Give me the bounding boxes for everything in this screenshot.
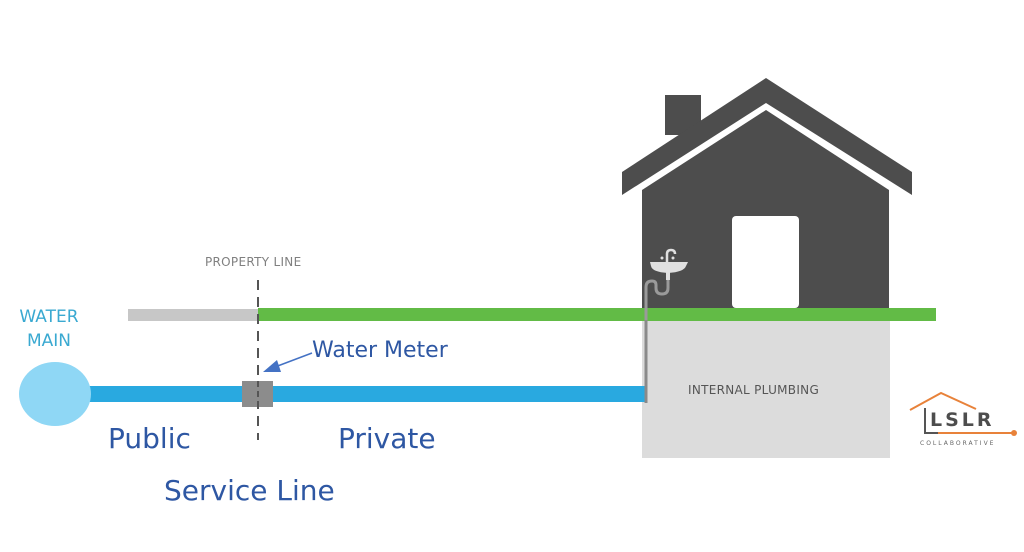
logo-name: LSLR [930, 409, 995, 431]
service-pipe [80, 386, 646, 402]
logo-subtitle: COLLABORATIVE [920, 440, 996, 447]
service-line-label: Service Line [164, 474, 335, 507]
internal-plumbing-label: INTERNAL PLUMBING [688, 383, 820, 397]
sink-icon [644, 248, 688, 400]
water-main-label-line2: MAIN [26, 331, 72, 351]
public-label: Public [108, 422, 191, 455]
ground-public [128, 309, 258, 321]
water-main-label-line1: WATER [19, 307, 79, 327]
house-body [642, 110, 889, 308]
basement-area [642, 320, 890, 458]
property-line-label: PROPERTY LINE [205, 255, 302, 269]
ground-private [258, 308, 936, 321]
water-meter-label: Water Meter [312, 338, 448, 363]
house-icon [622, 78, 912, 308]
door [732, 216, 799, 308]
roof [622, 78, 912, 195]
private-label: Private [338, 422, 436, 455]
water-main-icon [19, 362, 91, 426]
water-main-label: WATER MAIN [14, 305, 84, 353]
water-meter-arrow [263, 352, 313, 372]
lslr-logo [909, 391, 1017, 436]
